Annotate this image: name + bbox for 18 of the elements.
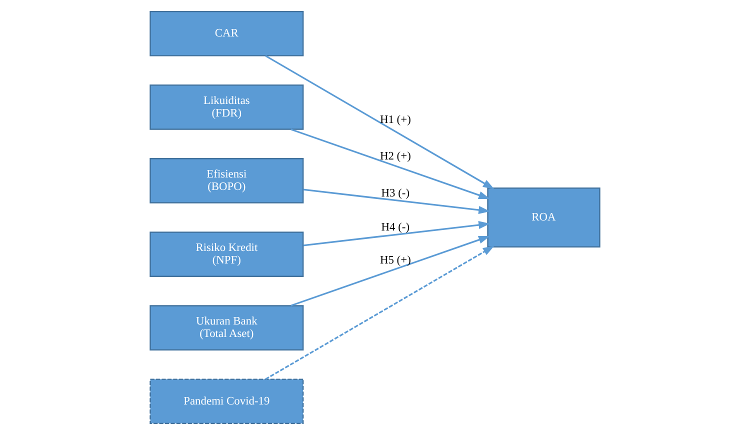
arrow — [290, 236, 490, 306]
arrow — [290, 128, 490, 200]
node-box: Ukuran Bank (Total Aset) — [150, 305, 304, 350]
arrow — [265, 246, 494, 380]
edge-label: H4 (-) — [381, 222, 410, 234]
edge-label: H1 (+) — [380, 114, 411, 126]
node-box: CAR — [150, 10, 304, 56]
edge-label: H2 (+) — [380, 150, 411, 163]
node-box: Efisiensi (BOPO) — [150, 158, 304, 204]
arrow — [303, 188, 490, 214]
edge-label: H5 (+) — [380, 254, 411, 266]
arrow — [265, 55, 494, 190]
node-box: Pandemi Covid-19 — [150, 378, 304, 424]
edge-label: H3 (-) — [381, 187, 410, 200]
node-box: ROA — [487, 187, 600, 248]
node-box: Risiko Kredit (NPF) — [150, 232, 304, 277]
arrow — [303, 221, 490, 246]
node-box: Likuiditas (FDR) — [150, 84, 304, 130]
